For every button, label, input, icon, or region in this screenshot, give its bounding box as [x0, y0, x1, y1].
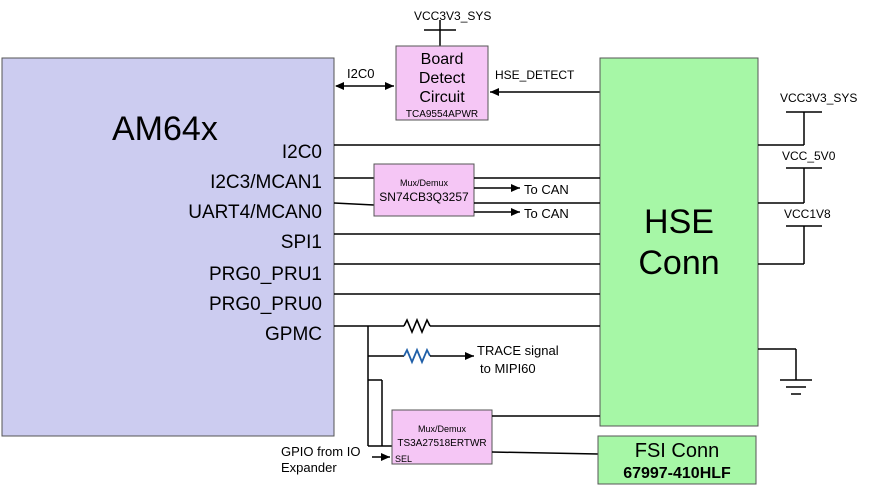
rail-vcc3v3-label: VCC3V3_SYS: [780, 91, 857, 105]
mux-fsi-title: Mux/Demux: [418, 424, 467, 434]
fsi-conn-name: FSI Conn: [635, 440, 719, 462]
fsi-conn-part: 67997-410HLF: [623, 465, 731, 482]
fsi-conn-block: [597, 435, 757, 485]
hse-conn-line1: HSE: [644, 203, 714, 241]
gpio-label-line1: GPIO from IO: [281, 444, 360, 459]
to-can-label-1: To CAN: [524, 182, 569, 197]
pin-label-i2c0: I2C0: [282, 142, 322, 163]
mux-can-block: [373, 163, 475, 217]
board-detect-supply-label: VCC3V3_SYS: [414, 9, 491, 23]
wire-uart4-mcan0: [333, 202, 375, 206]
pin-label-i2c3-mcan1: I2C3/MCAN1: [210, 172, 322, 193]
mux-fsi-wire-fsi: [491, 451, 599, 455]
board-detect-line3: Circuit: [419, 89, 465, 106]
hse-conn-block: [599, 57, 759, 427]
mux-can-part: SN74CB3Q3257: [379, 190, 469, 204]
am64x-block: [1, 57, 335, 437]
resistor-black: [403, 317, 431, 335]
mux-fsi-sel: SEL: [395, 454, 412, 464]
rail-vcc5v0-label: VCC_5V0: [782, 149, 836, 163]
to-can-label-2: To CAN: [524, 206, 569, 221]
ground-icon: [780, 379, 812, 395]
trace-label-line2: to MIPI60: [480, 361, 536, 376]
board-detect-line2: Detect: [419, 70, 466, 87]
trace-label-line1: TRACE signal: [477, 343, 559, 358]
mux-fsi-part: TS3A27518ERTWR: [397, 438, 486, 449]
hse-detect-label: HSE_DETECT: [495, 68, 575, 82]
i2c0-signal-label: I2C0: [347, 66, 374, 81]
pin-label-gpmc: GPMC: [265, 324, 322, 345]
mux-fsi-block: [391, 409, 493, 465]
pin-label-spi1: SPI1: [281, 232, 322, 253]
am64x-title: AM64x: [112, 110, 218, 148]
board-detect-part: TCA9554APWR: [406, 109, 478, 120]
gpio-label-line2: Expander: [281, 460, 337, 475]
pin-label-uart4-mcan0: UART4/MCAN0: [188, 202, 322, 223]
mux-can-title: Mux/Demux: [400, 178, 449, 188]
pin-label-prg0-pru0: PRG0_PRU0: [209, 294, 322, 315]
rail-vcc1v8-label: VCC1V8: [784, 207, 831, 221]
board-detect-block: [395, 45, 489, 121]
hse-conn-line2: Conn: [638, 244, 719, 282]
resistor-blue: [403, 347, 431, 365]
pin-label-prg0-pru1: PRG0_PRU1: [209, 264, 322, 285]
board-detect-line1: Board: [421, 51, 464, 68]
